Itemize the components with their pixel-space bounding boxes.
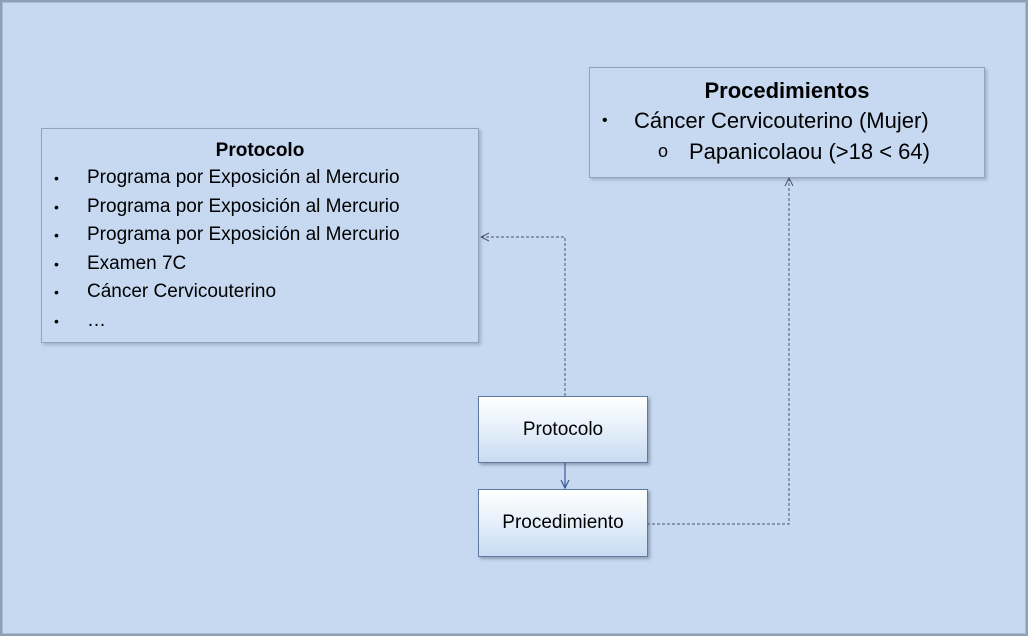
- bullet-icon: •: [54, 170, 59, 186]
- list-item-label: Examen 7C: [87, 252, 187, 274]
- bullet-icon: •: [54, 255, 59, 272]
- procedimiento-to-procedures-panel-connector: [647, 178, 789, 525]
- list-item-label: Programa por Exposición al Mercurio: [87, 167, 400, 188]
- list-item: •…: [42, 307, 478, 336]
- bullet-icon: •: [54, 312, 59, 329]
- list-item: • Programa por Exposición al Mercurio: [42, 193, 478, 222]
- protocol-panel: Protocolo • Programa por Exposición al Me…: [41, 128, 479, 343]
- bullet-icon: •: [54, 227, 59, 243]
- protocolo-node[interactable]: Protocolo: [478, 396, 648, 463]
- procedimiento-node[interactable]: Procedimiento: [478, 489, 648, 557]
- list-item-label: Cáncer Cervicouterino: [87, 281, 277, 302]
- procedures-list: • Cáncer Cervicouterino (Mujer) o Papanico…: [590, 105, 984, 167]
- protocolo-to-protocol-panel-connector: [481, 237, 566, 396]
- list-item: • Cáncer Cervicouterino (Mujer): [590, 105, 984, 136]
- procedures-panel-title: Procedimientos: [704, 78, 870, 103]
- list-item: • Programa por Exposición al Mercurio: [42, 164, 478, 193]
- list-item-label: Programa por Exposición al Mercurio: [87, 195, 400, 217]
- procedimiento-node-label: Procedimiento: [502, 512, 624, 533]
- protocolo-node-label: Protocolo: [522, 418, 604, 440]
- list-item-label: Cáncer Cervicouterino (Mujer): [634, 108, 929, 133]
- list-item-label: Programa por Exposición al Mercurio: [87, 224, 400, 245]
- bullet-icon: •: [54, 198, 59, 215]
- list-item-label: …: [87, 309, 106, 331]
- bullet-icon: •: [602, 112, 608, 129]
- bullet-icon: •: [54, 284, 59, 300]
- protocol-panel-title: Protocolo: [215, 140, 305, 161]
- circle-bullet-icon: o: [658, 141, 669, 161]
- list-item: • Examen 7C: [42, 250, 478, 279]
- procedures-panel: Procedimientos • Cáncer Cervicouterino (M…: [589, 67, 985, 178]
- list-item: • Programa por Exposición al Mercurio: [42, 221, 478, 250]
- protocol-list: • Programa por Exposición al Mercurio • Pr…: [42, 164, 478, 335]
- list-item: • Cáncer Cervicouterino: [42, 278, 478, 307]
- sub-list-item: o Papanicolaou (>18 < 64): [590, 136, 984, 167]
- sub-list-item-label: Papanicolaou (>18 < 64): [689, 139, 930, 164]
